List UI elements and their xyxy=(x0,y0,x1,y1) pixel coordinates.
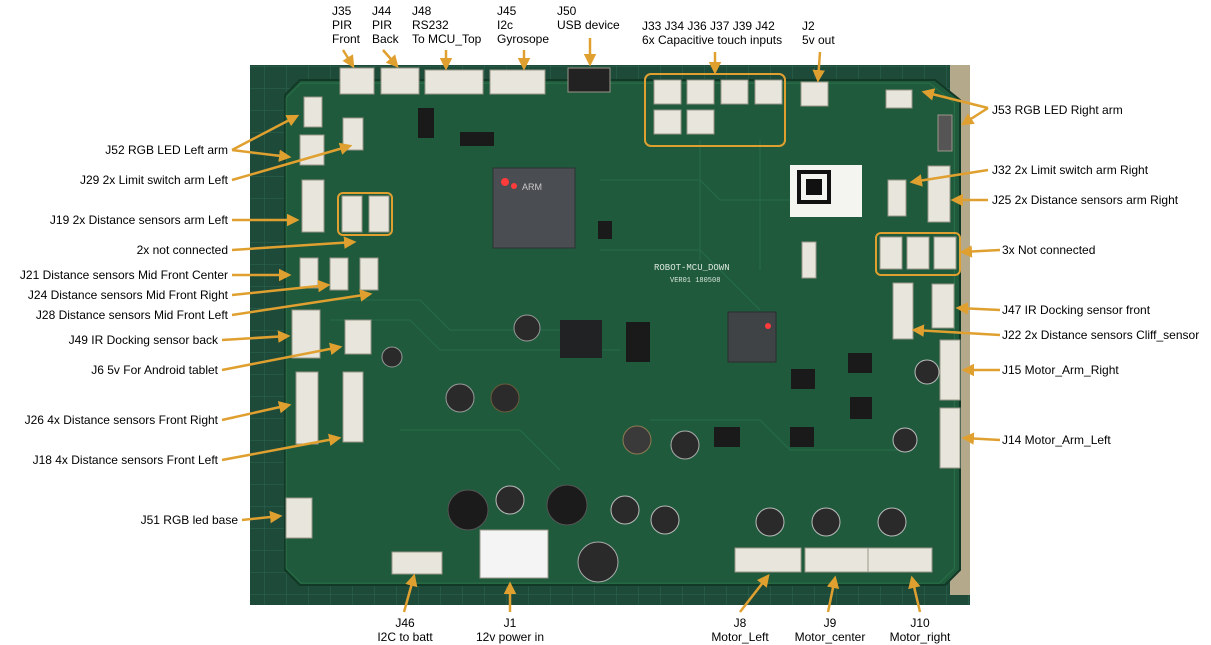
not-connected-left-box xyxy=(337,192,393,236)
chip-brand-text: ARM xyxy=(522,182,542,192)
label-j24: J24 Distance sensors Mid Front Right xyxy=(27,288,228,302)
label-j18: J18 4x Distance sensors Front Left xyxy=(32,453,218,467)
label-j53: J53 RGB LED Right arm xyxy=(992,103,1123,117)
capacitors xyxy=(381,314,940,583)
transformer xyxy=(560,320,602,358)
silkscreen-board-name: ROBOT-MCU_DOWN xyxy=(654,263,730,273)
connectors xyxy=(285,67,961,579)
label-j6: J6 5v For Android tablet xyxy=(91,363,218,377)
label-j26: J26 4x Distance sensors Front Right xyxy=(24,413,218,427)
secondary-mcu-chip xyxy=(727,311,777,363)
label-j51: J51 RGB led base xyxy=(140,513,238,527)
label-j25: J25 2x Distance sensors arm Right xyxy=(992,193,1179,207)
label-j21: J21 Distance sensors Mid Front Center xyxy=(19,268,228,282)
label-nc2: 2x not connected xyxy=(136,243,228,257)
silkscreen-version: VER01 180508 xyxy=(670,277,720,285)
label-j49: J49 IR Docking sensor back xyxy=(68,333,218,347)
label-j22: J22 2x Distance sensors Cliff_sensor xyxy=(1002,328,1200,342)
callout-arrows xyxy=(221,38,1001,613)
label-j14: J14 Motor_Arm_Left xyxy=(1002,433,1111,447)
label-j29: J29 2x Limit switch arm Left xyxy=(79,173,228,187)
label-j52: J52 RGB LED Left arm xyxy=(105,143,228,157)
label-j15: J15 Motor_Arm_Right xyxy=(1002,363,1119,377)
label-j32: J32 2x Limit switch arm Right xyxy=(992,163,1149,177)
label-j19: J19 2x Distance sensors arm Left xyxy=(49,213,228,227)
label-j47: J47 IR Docking sensor front xyxy=(1002,303,1151,317)
label-nc3: 3x Not connected xyxy=(1002,243,1096,257)
label-j28: J28 Distance sensors Mid Front Left xyxy=(35,308,228,322)
